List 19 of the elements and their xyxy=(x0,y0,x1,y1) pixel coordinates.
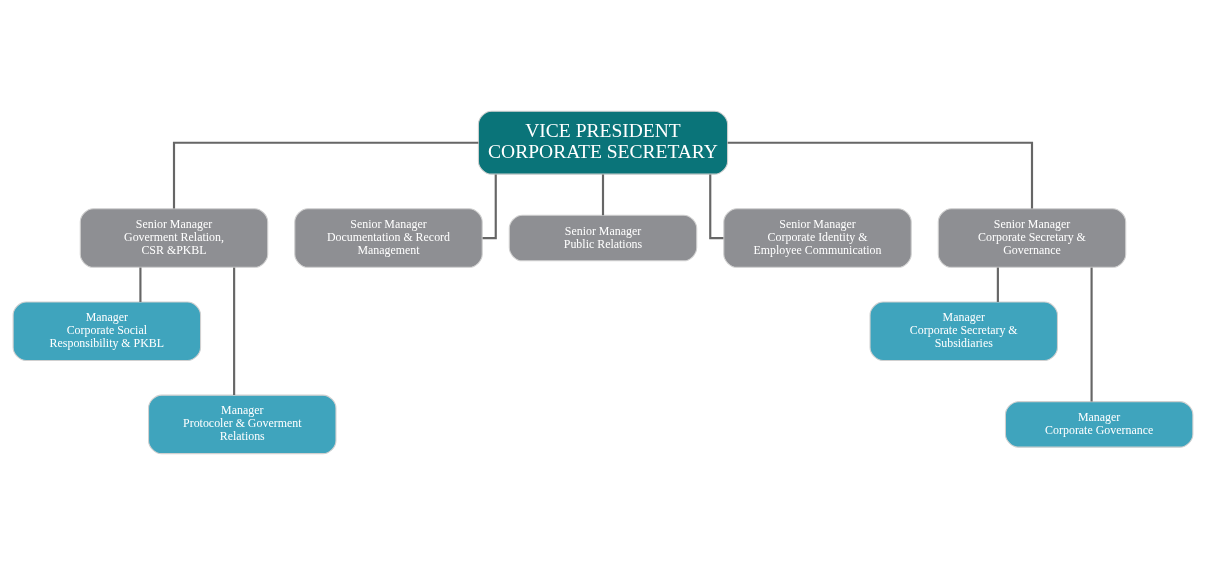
connector xyxy=(233,267,236,396)
node-box: Senior Manager Public Relations xyxy=(508,214,698,262)
connector xyxy=(172,141,479,209)
connector xyxy=(996,267,999,302)
connector xyxy=(727,141,1034,209)
node-box: Manager Corporate Governance xyxy=(1004,401,1194,448)
node-box: Senior Manager Corporate Secretary & Governance xyxy=(937,208,1127,268)
node-box: Senior Manager Goverment Relation, CSR &PKBL xyxy=(79,208,269,268)
node-box: Manager Corporate Secretary & Subsidiaries xyxy=(869,301,1058,362)
node-box: Senior Manager Corporate Identity & Employee Communication xyxy=(723,208,912,268)
node-box: VICE PRESIDENT CORPORATE SECRETARY xyxy=(477,110,729,175)
connector xyxy=(1090,267,1093,402)
connector xyxy=(139,267,142,302)
node-box: Manager Corporate Social Responsibility & PKBL xyxy=(12,301,202,362)
node-box: Senior Manager Documentation & Record Management xyxy=(294,208,483,268)
node-box: Manager Protocoler & Goverment Relations xyxy=(148,394,337,455)
connector xyxy=(601,174,605,216)
connector xyxy=(709,174,724,240)
connector xyxy=(482,174,497,240)
